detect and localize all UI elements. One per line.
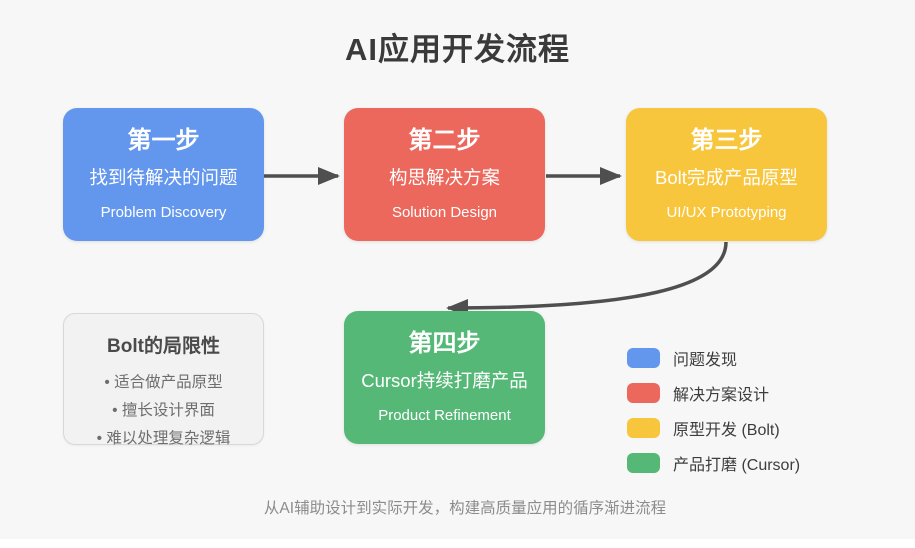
note-box-title: Bolt的局限性 (107, 336, 220, 357)
legend-row-problem-discovery: 问题发现 (627, 348, 800, 369)
note-box-item: • 难以处理复杂逻辑 (96, 430, 231, 447)
step-2-subtitle-en: Solution Design (391, 203, 498, 221)
step-box-2: 第二步 构思解决方案 Solution Design (344, 108, 545, 241)
step-box-4: 第四步 Cursor持续打磨产品 Product Refinement (344, 311, 545, 444)
legend-swatch-yellow (627, 418, 660, 438)
legend-swatch-green (627, 453, 660, 473)
legend-swatch-red (627, 383, 660, 403)
legend-label: 解决方案设计 (673, 387, 770, 404)
step-2-title: 第二步 (408, 127, 481, 155)
legend-row-refinement: 产品打磨 (Cursor) (627, 453, 801, 474)
legend-label: 问题发现 (673, 352, 738, 369)
step-2-subtitle: 构思解决方案 (388, 167, 500, 189)
page-title: AI应用开发流程 (345, 32, 570, 67)
step-box-3: 第三步 Bolt完成产品原型 UI/UX Prototyping (626, 108, 827, 241)
legend-swatch-blue (627, 348, 660, 368)
note-box-item: • 擅长设计界面 (112, 402, 215, 419)
legend-label: 产品打磨 (Cursor) (673, 457, 801, 474)
legend-label: 原型开发 (Bolt) (673, 422, 780, 439)
arrow-step3-to-step4 (446, 241, 728, 317)
step-1-title: 第一步 (127, 127, 200, 155)
step-4-title: 第四步 (408, 330, 481, 358)
legend-row-prototyping: 原型开发 (Bolt) (627, 418, 800, 439)
note-box-item: • 适合做产品原型 (104, 374, 223, 391)
footer-caption: 从AI辅助设计到实际开发，构建高质量应用的循序渐进流程 (263, 500, 667, 517)
step-3-subtitle-en: UI/UX Prototyping (666, 203, 787, 221)
note-box-bolt-limitations: Bolt的局限性 • 适合做产品原型 • 擅长设计界面 • 难以处理复杂逻辑 (63, 313, 264, 447)
step-1-subtitle: 找到待解决的问题 (89, 167, 238, 189)
legend: 问题发现 解决方案设计 原型开发 (Bolt) 产品打磨 (Cursor) (627, 348, 800, 488)
step-3-title: 第三步 (690, 127, 763, 155)
legend-row-solution-design: 解决方案设计 (627, 383, 800, 404)
step-4-subtitle-en: Product Refinement (378, 406, 511, 424)
step-4-subtitle: Cursor持续打磨产品 (361, 370, 528, 392)
step-3-subtitle: Bolt完成产品原型 (655, 167, 798, 189)
step-box-1: 第一步 找到待解决的问题 Problem Discovery (63, 108, 264, 241)
step-1-subtitle-en: Problem Discovery (100, 203, 227, 221)
